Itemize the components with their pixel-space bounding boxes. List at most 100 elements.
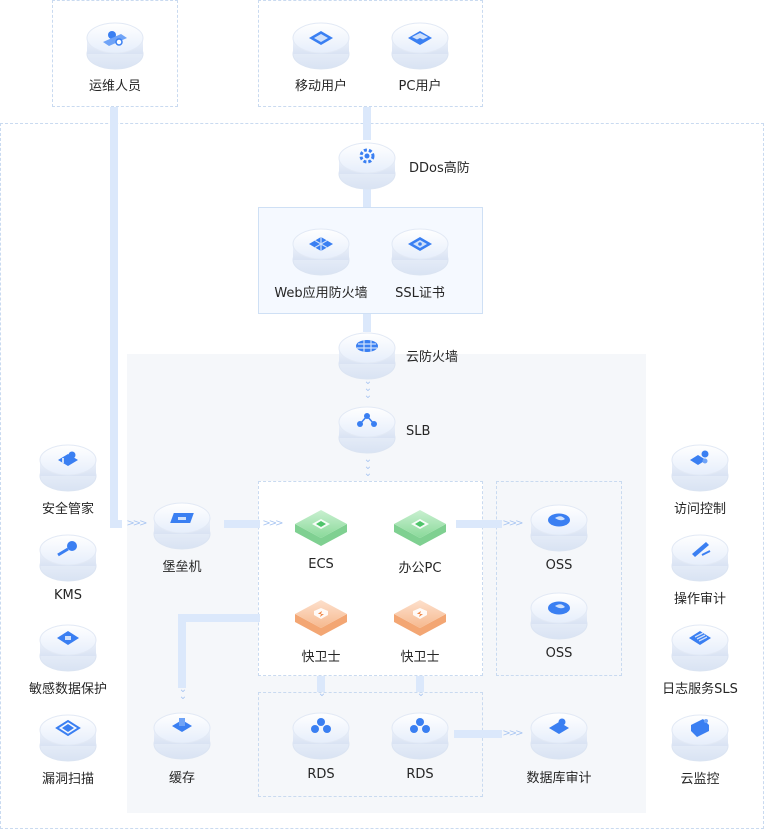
vuln-scan-label: 漏洞扫描 <box>41 772 95 787</box>
kms-node[interactable] <box>38 526 98 586</box>
rds-node-1[interactable] <box>291 704 351 764</box>
security-manager-icon <box>58 451 78 466</box>
cache-arrow-dots: ⌄⌄ <box>178 684 187 702</box>
ops-line <box>110 107 118 524</box>
waf-node[interactable] <box>291 220 351 280</box>
rds-to-audit-dots: >>> <box>502 728 523 739</box>
kuaiweishi-label-1: 快卫士 <box>301 650 341 665</box>
op-audit-label: 操作审计 <box>673 592 727 607</box>
pc-user-label: PC用户 <box>398 79 442 94</box>
sec-manager-label: 安全管家 <box>41 502 95 517</box>
ddos-node[interactable] <box>337 134 397 194</box>
cloud-monitor-label: 云监控 <box>680 772 720 787</box>
ops-zone <box>52 0 178 107</box>
waf-to-fw-line <box>363 314 371 332</box>
ecs-node[interactable] <box>291 494 351 554</box>
access-control-icon <box>690 450 709 465</box>
bastion-icon <box>170 513 194 523</box>
cloud-firewall-icon <box>356 340 378 352</box>
ops-to-bastion-line <box>110 520 122 528</box>
oss-label-2: OSS <box>545 646 573 661</box>
office-to-oss-dots: >>> <box>502 518 523 529</box>
bastion-to-ecs-line <box>224 520 260 528</box>
office-to-oss-line <box>456 520 502 528</box>
ddos-to-waf-line <box>363 188 371 207</box>
access-ctrl-label: 访问控制 <box>673 502 727 517</box>
ssl-node[interactable] <box>390 220 450 280</box>
op-audit-node[interactable] <box>670 526 730 586</box>
kuaiweishi-node-1[interactable] <box>291 584 351 644</box>
mobile-icon <box>309 31 333 45</box>
shield-icon <box>314 608 328 619</box>
sensitive-node[interactable] <box>38 616 98 676</box>
firewall-icon <box>309 237 333 251</box>
kms-label: KMS <box>54 588 82 603</box>
mobile-label: 移动用户 <box>294 79 348 94</box>
ops-label: 运维人员 <box>88 79 142 94</box>
pc-icon <box>408 31 432 45</box>
cloud-monitor-node[interactable] <box>670 706 730 766</box>
log-sls-node[interactable] <box>670 616 730 676</box>
kuaiweishi-label-2: 快卫士 <box>400 650 440 665</box>
storage-icon <box>548 513 570 527</box>
ks1-to-rds1-line <box>317 676 325 692</box>
bastion-to-ecs-dots: >>> <box>262 518 283 529</box>
compute-to-cache-line-v <box>178 614 186 688</box>
log-sls-label: 日志服务SLS <box>662 682 738 697</box>
shield-icon <box>413 608 427 619</box>
certificate-icon <box>408 237 432 251</box>
database-icon <box>410 718 430 733</box>
slb-to-ecs-dots: ⌄⌄⌄ <box>363 454 372 479</box>
office-pc-node[interactable] <box>390 494 450 554</box>
rds-zone <box>258 692 483 797</box>
users-to-ddos-line <box>363 107 371 140</box>
slb-label: SLB <box>406 424 431 439</box>
slb-node[interactable] <box>337 398 397 458</box>
oss-node-2[interactable] <box>529 584 589 644</box>
compute-to-cache-line-h <box>178 614 260 622</box>
pc-user-node[interactable] <box>390 14 450 74</box>
users-zone <box>258 0 483 107</box>
ks2-to-rds2-dots: ⌄ <box>416 688 425 699</box>
ks1-to-rds1-dots: ⌄ <box>317 688 326 699</box>
desktop-icon <box>411 519 429 529</box>
server-icon <box>312 519 330 529</box>
office-pc-label: 办公PC <box>398 561 442 576</box>
waf-label: Web应用防火墙 <box>274 286 368 301</box>
db-audit-node[interactable] <box>529 704 589 764</box>
ssl-label: SSL证书 <box>395 286 445 301</box>
cache-node[interactable] <box>152 704 212 764</box>
vuln-scan-node[interactable] <box>38 706 98 766</box>
compute-zone <box>258 481 483 676</box>
rds-node-2[interactable] <box>390 704 450 764</box>
mobile-node[interactable] <box>291 14 351 74</box>
bastion-label: 堡垒机 <box>162 560 202 575</box>
rds-label-1: RDS <box>307 767 335 782</box>
ks2-to-rds2-line <box>416 676 424 692</box>
rds-to-audit-line <box>454 730 502 738</box>
oss-node-1[interactable] <box>529 496 589 556</box>
data-protect-icon <box>57 631 79 645</box>
cloud-fw-node[interactable] <box>337 324 397 384</box>
audit-icon <box>549 718 569 734</box>
rds-label-2: RDS <box>406 767 434 782</box>
cloud-fw-label: 云防火墙 <box>406 350 459 365</box>
kuaiweishi-node-2[interactable] <box>390 584 450 644</box>
storage-icon <box>548 601 570 615</box>
sec-manager-node[interactable] <box>38 436 98 496</box>
database-icon <box>311 718 331 733</box>
sensitive-label: 敏感数据保护 <box>28 682 108 697</box>
pen-icon <box>692 542 711 557</box>
ops-node[interactable] <box>85 14 145 74</box>
key-icon <box>57 541 77 557</box>
log-icon <box>689 631 711 645</box>
cache-label: 缓存 <box>168 771 196 786</box>
scan-icon <box>55 719 81 737</box>
access-ctrl-node[interactable] <box>670 436 730 496</box>
bastion-node[interactable] <box>152 494 212 554</box>
cache-icon <box>172 718 192 732</box>
fw-to-slb-dots: ⌄⌄⌄ <box>363 376 372 401</box>
db-audit-label: 数据库审计 <box>526 771 592 786</box>
monitor-icon <box>691 719 709 737</box>
ddos-label: DDos高防 <box>409 161 470 176</box>
